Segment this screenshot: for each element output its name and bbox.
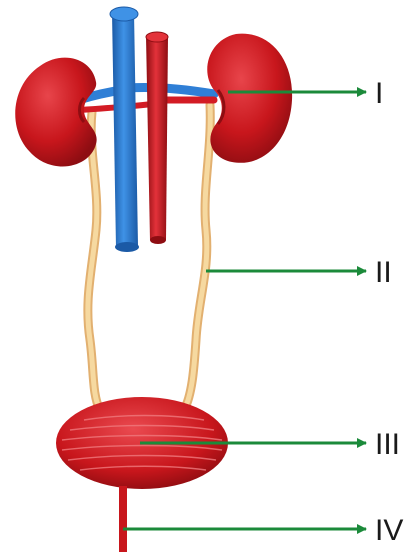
urethra	[119, 486, 127, 552]
vena-cava	[110, 7, 139, 252]
renal-vessels	[78, 87, 214, 110]
label-bladder: III	[375, 428, 400, 461]
right-kidney	[207, 34, 292, 163]
aorta	[146, 32, 168, 244]
label-kidney: I	[375, 77, 383, 110]
label-ureter: II	[375, 256, 392, 289]
right-renal-vein	[128, 87, 214, 94]
label-urethra: IV	[375, 514, 403, 547]
labels: I II III IV	[375, 77, 403, 547]
